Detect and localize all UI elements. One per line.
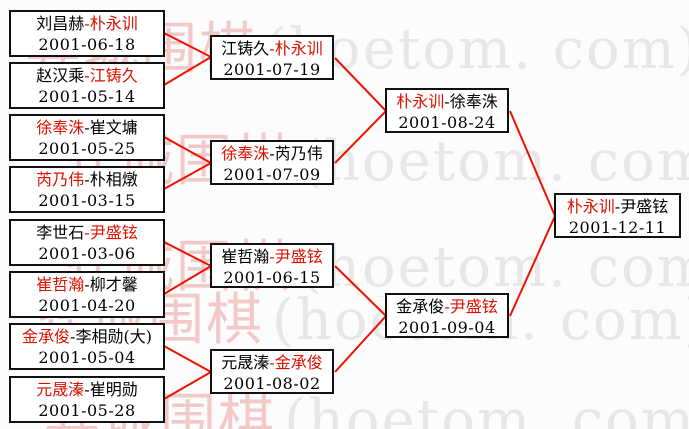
match-date: 2001-07-19 — [223, 60, 321, 79]
player-first: 李世石 — [36, 223, 85, 242]
match-players: 元晟溱-崔明勋 — [11, 379, 163, 400]
match-date: 2001-08-02 — [223, 374, 321, 393]
player-second: 朴永训 — [274, 39, 323, 58]
player-first: 元晟溱 — [221, 353, 270, 372]
player-second: 朴永训 — [89, 14, 138, 33]
match-box-r1-6: 崔哲瀚-柳才馨 2001-04-20 — [9, 271, 165, 318]
match-box-r1-1: 刘昌赫-朴永训 2001-06-18 — [9, 10, 165, 57]
separator: - — [269, 39, 275, 58]
separator: - — [84, 223, 90, 242]
match-box-r1-8: 元晟溱-崔明勋 2001-05-28 — [9, 376, 165, 423]
player-second: 尹盛铉 — [620, 197, 669, 216]
player-first: 崔哲瀚 — [36, 275, 85, 294]
player-second: 江铸久 — [89, 66, 138, 85]
player-first: 徐奉洙 — [221, 144, 270, 163]
match-date: 2001-07-09 — [223, 165, 321, 184]
match-box-r2-2: 徐奉洙-芮乃伟 2001-07-09 — [210, 140, 334, 185]
match-players: 李世石-尹盛铉 — [11, 222, 163, 243]
match-players: 赵汉乘-江铸久 — [11, 65, 163, 86]
match-box-r1-5: 李世石-尹盛铉 2001-03-06 — [9, 219, 165, 266]
player-first: 朴永训 — [566, 197, 615, 216]
match-date: 2001-05-14 — [38, 87, 136, 106]
match-date: 2001-08-24 — [398, 113, 496, 132]
player-first: 徐奉洙 — [36, 118, 85, 137]
match-date: 2001-03-15 — [38, 191, 136, 210]
separator: - — [84, 275, 90, 294]
player-second: 徐奉洙 — [449, 92, 498, 111]
separator: - — [444, 297, 450, 316]
player-second: 尹盛铉 — [89, 223, 138, 242]
match-players: 崔哲瀚-柳才馨 — [11, 274, 163, 295]
separator: - — [84, 170, 90, 189]
match-box-sf-1: 朴永训-徐奉洙 2001-08-24 — [385, 88, 509, 133]
match-players: 刘昌赫-朴永训 — [11, 13, 163, 34]
match-box-sf-2: 金承俊-尹盛铉 2001-09-04 — [385, 293, 509, 338]
match-players: 江铸久-朴永训 — [212, 38, 332, 59]
match-box-r1-3: 徐奉洙-崔文墉 2001-05-25 — [9, 114, 165, 161]
separator: - — [614, 197, 621, 216]
match-date: 2001-06-18 — [38, 35, 136, 54]
separator: - — [84, 66, 90, 85]
match-players: 朴永训-徐奉洙 — [387, 91, 507, 112]
match-players: 元晟溱-金承俊 — [212, 352, 332, 373]
match-players: 徐奉洙-芮乃伟 — [212, 143, 332, 164]
player-first: 芮乃伟 — [36, 170, 85, 189]
player-first: 金承俊 — [396, 297, 445, 316]
match-box-r2-4: 元晟溱-金承俊 2001-08-02 — [210, 349, 334, 394]
player-first: 朴永训 — [396, 92, 445, 111]
player-second: 金承俊 — [274, 353, 323, 372]
player-first: 江铸久 — [221, 39, 270, 58]
player-second: 尹盛铉 — [274, 247, 323, 266]
separator: - — [84, 118, 90, 137]
match-players: 朴永训-尹盛铉 — [556, 196, 679, 217]
match-date: 2001-12-11 — [568, 218, 667, 237]
player-first: 元晟溱 — [36, 380, 85, 399]
match-players: 徐奉洙-崔文墉 — [11, 117, 163, 138]
player-first: 金承俊 — [22, 327, 71, 346]
player-second: 尹盛铉 — [449, 297, 498, 316]
player-first: 崔哲瀚 — [221, 247, 270, 266]
separator: - — [269, 247, 275, 266]
separator: - — [70, 327, 76, 346]
separator: - — [269, 144, 275, 163]
match-date: 2001-04-20 — [38, 296, 136, 315]
match-players: 金承俊-尹盛铉 — [387, 296, 507, 317]
match-box-r2-3: 崔哲瀚-尹盛铉 2001-06-15 — [210, 243, 334, 288]
match-box-r1-2: 赵汉乘-江铸久 2001-05-14 — [9, 62, 165, 109]
match-players: 崔哲瀚-尹盛铉 — [212, 246, 332, 267]
separator: - — [84, 380, 90, 399]
player-second: 崔文墉 — [89, 118, 138, 137]
match-date: 2001-05-25 — [38, 139, 136, 158]
separator: - — [269, 353, 275, 372]
player-second: 李相勋(大) — [75, 327, 152, 346]
match-box-r1-7: 金承俊-李相勋(大) 2001-05-04 — [9, 323, 165, 370]
player-first: 刘昌赫 — [36, 14, 85, 33]
player-second: 柳才馨 — [89, 275, 138, 294]
match-box-r1-4: 芮乃伟-朴相燉 2001-03-15 — [9, 166, 165, 213]
match-date: 2001-03-06 — [38, 244, 136, 263]
match-date: 2001-05-04 — [38, 348, 136, 367]
player-first: 赵汉乘 — [36, 66, 85, 85]
match-players: 金承俊-李相勋(大) — [11, 326, 163, 347]
separator: - — [84, 14, 90, 33]
player-second: 朴相燉 — [89, 170, 138, 189]
player-second: 芮乃伟 — [274, 144, 323, 163]
match-date: 2001-09-04 — [398, 318, 496, 337]
match-date: 2001-06-15 — [223, 268, 321, 287]
match-box-r2-1: 江铸久-朴永训 2001-07-19 — [210, 35, 334, 80]
match-box-final: 朴永训-尹盛铉 2001-12-11 — [554, 193, 681, 238]
match-date: 2001-05-28 — [38, 401, 136, 420]
separator: - — [444, 92, 450, 111]
match-players: 芮乃伟-朴相燉 — [11, 169, 163, 190]
player-second: 崔明勋 — [89, 380, 138, 399]
